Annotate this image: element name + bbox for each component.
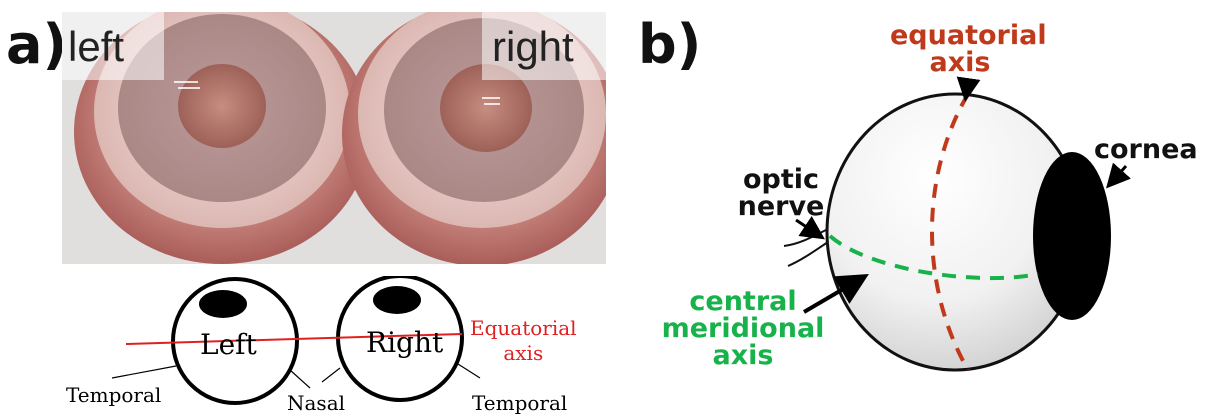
panel-a-label: a): [6, 18, 67, 72]
equatorial-axis-line2: axis: [890, 49, 1030, 76]
schematic-left-label: Left: [200, 328, 257, 361]
optic-nerve-line2: nerve: [732, 193, 830, 220]
nasal-right-pointer: [322, 368, 340, 382]
schematic-equatorial-line2: axis: [470, 341, 577, 366]
schematic-temporal-right: Temporal: [472, 391, 567, 415]
right-cornea-mark: [373, 286, 421, 314]
meridional-line3: axis: [652, 342, 834, 369]
meridional-line1: central: [652, 288, 834, 315]
schematic-equatorial-label: Equatorial axis: [470, 316, 577, 366]
schematic-right-label: Right: [366, 326, 443, 359]
meridional-line2: meridional: [652, 315, 834, 342]
cornea-arrow: [1110, 166, 1126, 184]
photo-right-tag: right: [492, 26, 574, 68]
temporal-left-pointer: [112, 366, 176, 378]
temporal-right-pointer: [458, 364, 480, 378]
equatorial-axis-label: equatorial axis: [890, 22, 1030, 76]
schematic-equatorial-line1: Equatorial: [470, 316, 577, 341]
cornea-label: cornea: [1094, 136, 1198, 163]
central-meridional-axis-label: central meridional axis: [652, 288, 834, 369]
optic-nerve-line1: optic: [732, 166, 830, 193]
schematic-nasal: Nasal: [287, 391, 345, 415]
panel-b-arrows: [780, 60, 1140, 370]
photo-left-tag: left: [68, 26, 124, 68]
optic-nerve-arrow: [796, 220, 820, 236]
nasal-left-pointer: [290, 370, 310, 388]
equatorial-arrow: [966, 82, 968, 96]
left-cornea-mark: [199, 290, 247, 318]
schematic-temporal-left: Temporal: [66, 383, 161, 407]
optic-nerve-label: optic nerve: [732, 166, 830, 220]
panel-b-label: b): [638, 18, 701, 72]
equatorial-axis-line1: equatorial: [890, 22, 1030, 49]
